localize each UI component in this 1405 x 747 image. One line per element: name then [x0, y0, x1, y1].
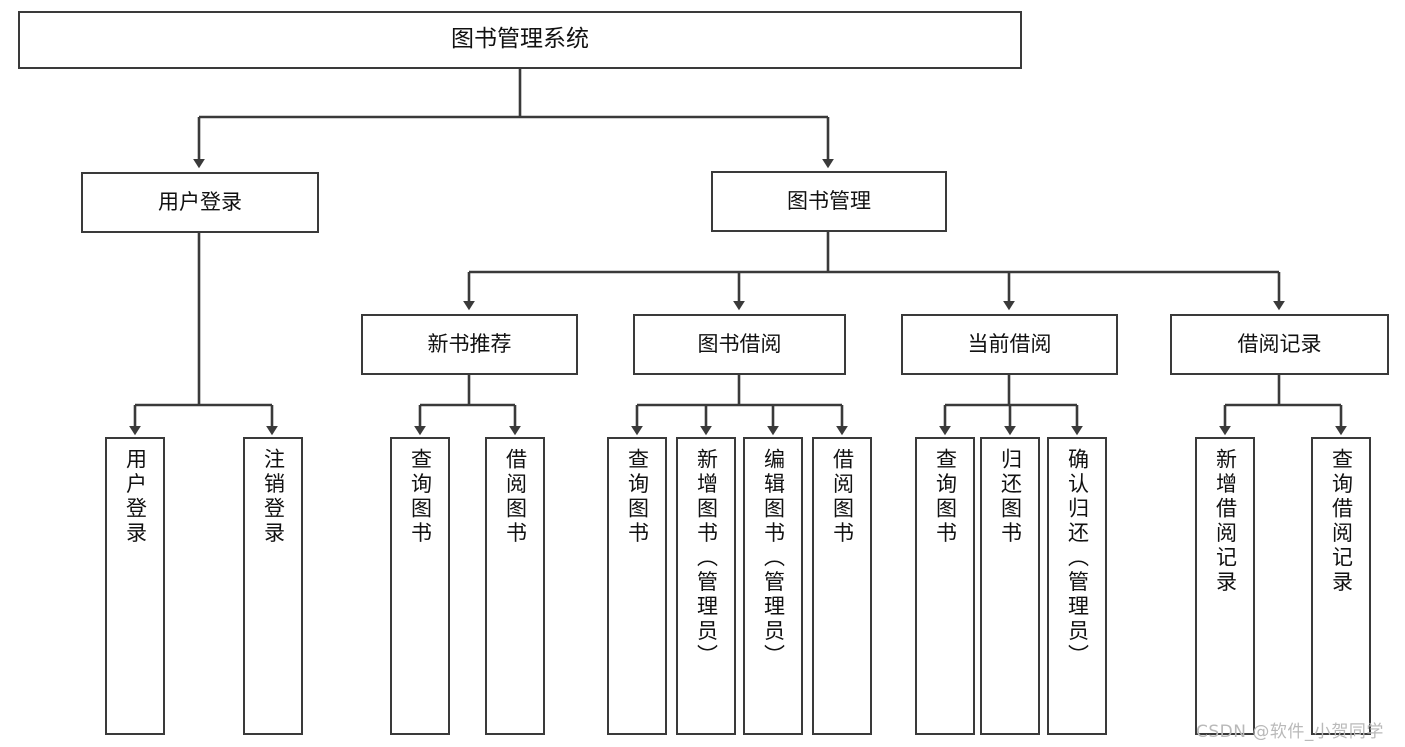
leaf-current-borrow-return[interactable]: 归还图书: [980, 437, 1040, 735]
leaf-new-book-query[interactable]: 查询图书: [390, 437, 450, 735]
leaf-current-borrow-confirm-return[interactable]: 确认归还（管理员）: [1047, 437, 1107, 735]
leaf-label: 归还图书: [998, 448, 1023, 546]
leaf-user-login-login[interactable]: 用户登录: [105, 437, 165, 735]
node-new-book-recommend[interactable]: 新书推荐: [361, 314, 578, 375]
leaf-label: 用户登录: [123, 448, 148, 546]
leaf-current-borrow-query[interactable]: 查询图书: [915, 437, 975, 735]
leaf-book-borrow-borrow[interactable]: 借阅图书: [812, 437, 872, 735]
leaf-label: 编辑图书（管理员）: [761, 448, 786, 669]
csdn-watermark: CSDN @软件_小贺同学: [1196, 722, 1384, 742]
leaf-label: 查询图书: [408, 448, 433, 546]
leaf-label: 查询借阅记录: [1329, 448, 1354, 595]
leaf-label: 确认归还（管理员）: [1065, 448, 1090, 669]
leaf-book-borrow-add[interactable]: 新增图书（管理员）: [676, 437, 736, 735]
leaf-label: 借阅图书: [830, 448, 855, 546]
node-borrow-record[interactable]: 借阅记录: [1170, 314, 1389, 375]
leaf-label: 新增借阅记录: [1213, 448, 1238, 595]
leaf-label: 查询图书: [933, 448, 958, 546]
node-root[interactable]: 图书管理系统: [18, 11, 1022, 69]
node-current-borrow[interactable]: 当前借阅: [901, 314, 1118, 375]
leaf-new-book-borrow[interactable]: 借阅图书: [485, 437, 545, 735]
leaf-label: 借阅图书: [503, 448, 528, 546]
leaf-user-login-logout[interactable]: 注销登录: [243, 437, 303, 735]
leaf-book-borrow-edit[interactable]: 编辑图书（管理员）: [743, 437, 803, 735]
leaf-label: 新增图书（管理员）: [694, 448, 719, 669]
node-book-management[interactable]: 图书管理: [711, 171, 947, 232]
leaf-borrow-record-add[interactable]: 新增借阅记录: [1195, 437, 1255, 735]
node-book-borrow[interactable]: 图书借阅: [633, 314, 846, 375]
node-user-login[interactable]: 用户登录: [81, 172, 319, 233]
leaf-label: 查询图书: [625, 448, 650, 546]
leaf-borrow-record-query[interactable]: 查询借阅记录: [1311, 437, 1371, 735]
leaf-label: 注销登录: [261, 448, 286, 546]
leaf-book-borrow-query[interactable]: 查询图书: [607, 437, 667, 735]
